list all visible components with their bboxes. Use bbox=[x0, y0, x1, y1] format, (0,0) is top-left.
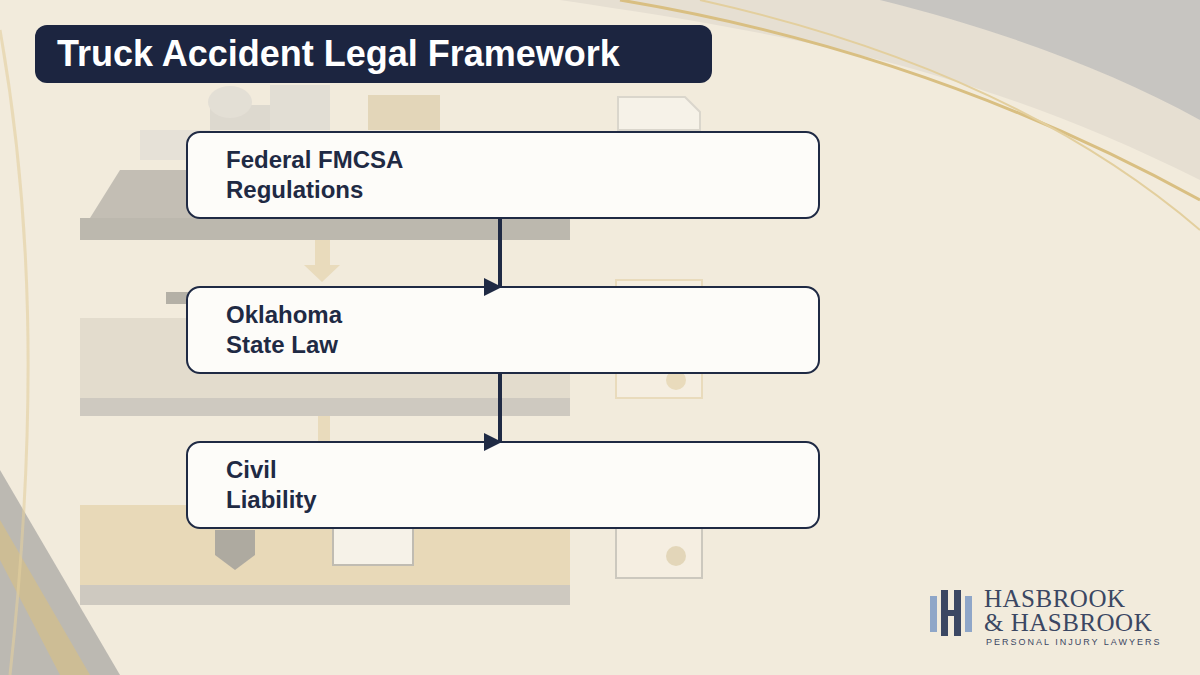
box-label: Oklahoma State Law bbox=[226, 300, 376, 360]
diagram-title: Truck Accident Legal Framework bbox=[57, 34, 690, 74]
process-box: Civil Liability bbox=[186, 441, 820, 529]
box-label: Federal FMCSA Regulations bbox=[226, 145, 456, 205]
text-column: Civil Liability bbox=[226, 455, 346, 515]
box-label: Civil Liability bbox=[226, 455, 346, 515]
title-banner: Truck Accident Legal Framework bbox=[35, 25, 712, 83]
logo-tagline: PERSONAL INJURY LAWYERS bbox=[986, 637, 1162, 647]
connector-line bbox=[498, 373, 502, 442]
flow-connector bbox=[484, 218, 502, 296]
process-box: Federal FMCSA Regulations bbox=[186, 131, 820, 219]
process-box: Oklahoma State Law bbox=[186, 286, 820, 374]
arrow-head bbox=[484, 433, 502, 451]
logo-name: & HASBROOK bbox=[984, 610, 1152, 636]
firm-logo: HASBROOK & HASBROOK PERSONAL INJURY LAWY… bbox=[928, 586, 1178, 650]
logo-name: HASBROOK bbox=[984, 586, 1126, 612]
arrow-head bbox=[484, 278, 502, 296]
text-column: Federal FMCSA Regulations bbox=[226, 145, 456, 205]
logo-icon bbox=[928, 590, 974, 636]
text-column: Oklahoma State Law bbox=[226, 300, 376, 360]
flow-connector bbox=[484, 373, 502, 451]
connector-line bbox=[498, 218, 502, 287]
